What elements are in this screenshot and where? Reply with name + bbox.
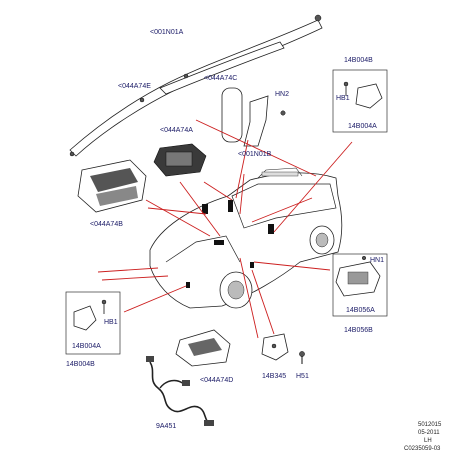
callout-labels: <001N01A <044A74E <044A74C HN2 <044A74A … bbox=[66, 29, 384, 430]
label-sensor-top: 14B004B bbox=[344, 57, 373, 64]
knee-airbag[interactable] bbox=[221, 87, 286, 147]
footer-line-1: 5012015 bbox=[418, 422, 442, 428]
label-nut-hn2: HN2 bbox=[275, 91, 289, 98]
module-box[interactable] bbox=[332, 253, 388, 317]
footer-line-4: C0235059-03 bbox=[404, 446, 441, 452]
label-module-hn1: HN1 bbox=[370, 257, 384, 264]
label-sensor-left-hb1: HB1 bbox=[104, 319, 118, 326]
vehicle bbox=[149, 167, 343, 309]
label-passenger-airbag: <044A74B bbox=[90, 221, 123, 228]
label-knee-airbag: <044A74C bbox=[204, 75, 237, 82]
label-sensor-top-hb1: HB1 bbox=[336, 95, 350, 102]
footer-line-2: 05-2011 bbox=[418, 430, 440, 436]
label-bracket-14b345: 14B345 bbox=[262, 373, 286, 380]
bolt-h51[interactable] bbox=[299, 351, 305, 364]
label-driver-airbag: <044A74A bbox=[160, 127, 193, 134]
side-airbag[interactable] bbox=[175, 329, 231, 367]
label-module-assembly: 14B056B bbox=[344, 327, 373, 334]
footer-reference: 5012015 05-2011 LH C0235059-03 bbox=[404, 422, 442, 452]
label-curtain-airbag: <001N01A bbox=[150, 29, 184, 36]
label-side-airbag: <044A74D bbox=[200, 377, 233, 384]
sensor-box-top[interactable] bbox=[332, 69, 388, 133]
label-curtain-airbag-2: <044A74E bbox=[118, 83, 151, 90]
label-module-part: 14B056A bbox=[346, 307, 375, 314]
label-sensor-left-part: 14B004A bbox=[72, 343, 101, 350]
bracket-14b345[interactable] bbox=[261, 333, 289, 361]
harness[interactable] bbox=[146, 356, 214, 426]
curtain-airbag[interactable] bbox=[69, 14, 323, 157]
footer-line-3: LH bbox=[424, 438, 432, 444]
sensor-box-left[interactable] bbox=[65, 291, 121, 355]
label-harness: 9A451 bbox=[156, 423, 176, 430]
label-sensor-left-assembly: 14B004B bbox=[66, 361, 95, 368]
passenger-airbag[interactable] bbox=[77, 159, 147, 213]
leader-lines bbox=[97, 119, 353, 339]
label-sensor-top-part: 14B004A bbox=[348, 123, 377, 130]
label-bolt-h51: H51 bbox=[296, 373, 309, 380]
label-bracket: <001N01B bbox=[238, 151, 272, 158]
driver-airbag[interactable] bbox=[153, 143, 207, 177]
